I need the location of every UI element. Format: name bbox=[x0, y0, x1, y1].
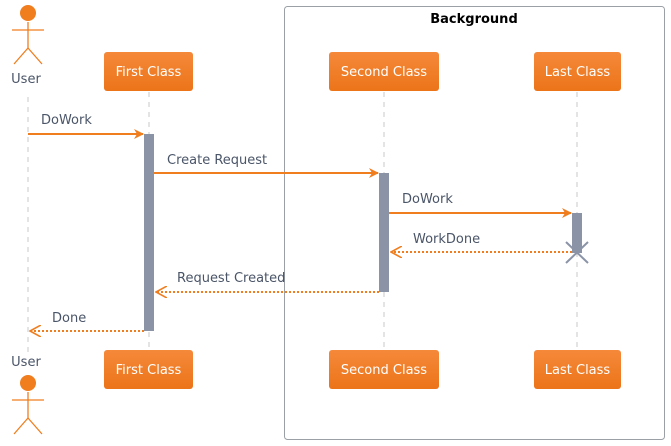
participant-box-second-bottom bbox=[329, 350, 439, 389]
message-label-6: Done bbox=[52, 311, 86, 326]
participant-first-bottom: First Class bbox=[116, 363, 182, 378]
activation-last-class bbox=[572, 213, 582, 253]
participant-last-top: Last Class bbox=[545, 65, 611, 80]
group-box bbox=[284, 6, 665, 440]
participant-box-second-top bbox=[329, 52, 439, 91]
message-label-2: Create Request bbox=[167, 153, 267, 168]
message-label-1: DoWork bbox=[41, 113, 92, 128]
participant-first-top: First Class bbox=[116, 65, 182, 80]
message-label-4: WorkDone bbox=[413, 232, 480, 247]
participant-second-bottom: Second Class bbox=[341, 363, 427, 378]
participant-second-top: Second Class bbox=[341, 65, 427, 80]
group-title: Background bbox=[430, 12, 518, 27]
destroy-x-icon bbox=[565, 241, 589, 264]
participant-box-first-bottom bbox=[104, 350, 193, 389]
participant-last-bottom: Last Class bbox=[545, 363, 611, 378]
message-label-3: DoWork bbox=[402, 192, 453, 207]
participant-box-last-bottom bbox=[534, 350, 621, 389]
participant-user-bottom: User bbox=[11, 355, 41, 370]
participant-user-top: User bbox=[11, 72, 41, 87]
user-actor-icon bbox=[12, 375, 44, 435]
participant-box-first-top bbox=[104, 52, 193, 91]
participant-box-last-top bbox=[534, 52, 621, 91]
activation-second-class bbox=[379, 173, 389, 292]
activation-first-class bbox=[144, 134, 154, 331]
message-label-5: Request Created bbox=[177, 271, 285, 286]
user-actor-icon bbox=[12, 5, 44, 65]
